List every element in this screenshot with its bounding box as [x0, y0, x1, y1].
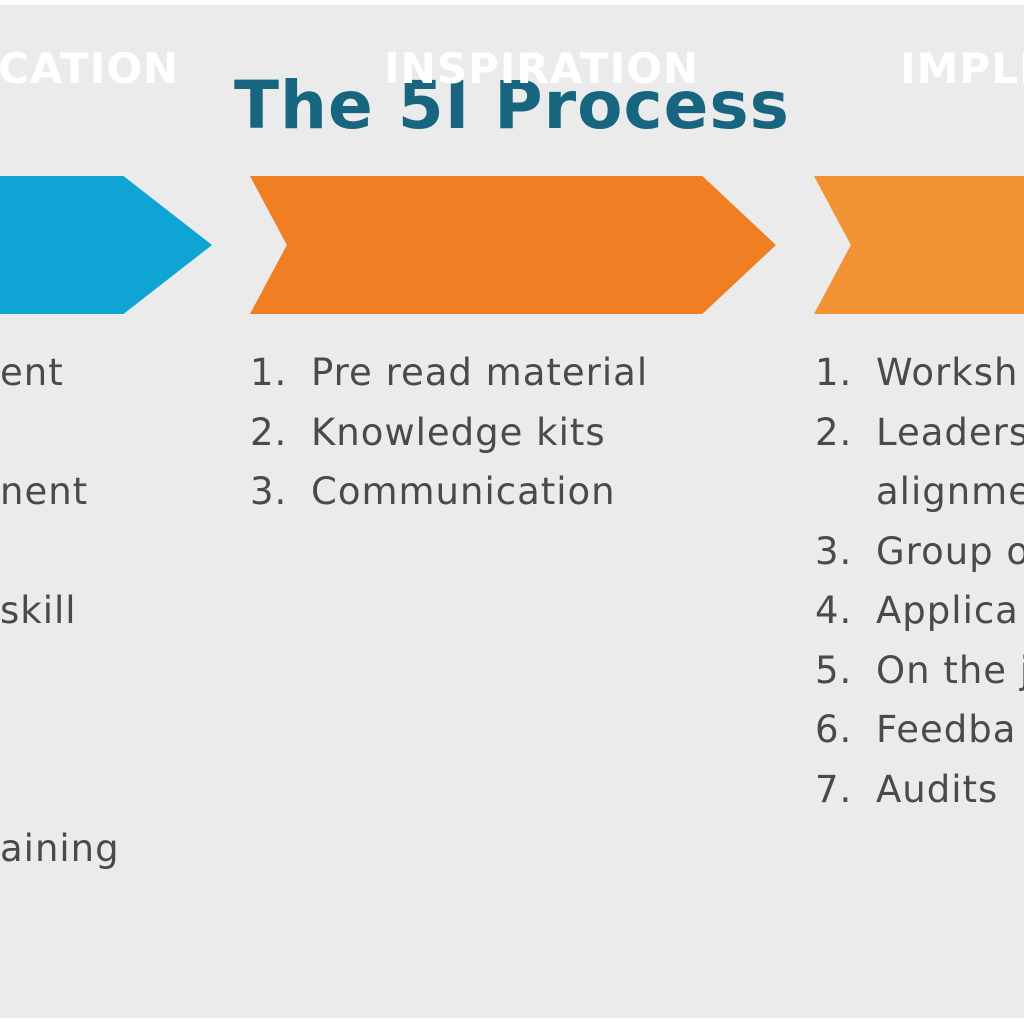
stage-label-implementation: IMPLE [900, 44, 1024, 93]
list-item [0, 522, 120, 582]
list-item: aining [0, 827, 120, 870]
stage-chevron-inspiration [250, 176, 776, 314]
list-item [0, 760, 120, 820]
stage-chevron-implementation [814, 176, 1024, 314]
list-item: 5.On the j [815, 648, 1024, 692]
list-item: 1.Worksh [815, 351, 1019, 394]
list-item: nent [0, 470, 89, 513]
diagram-title: The 5I Process [234, 67, 790, 144]
list-item: 4.Applica [815, 589, 1019, 632]
list-item: 2.Knowledge kits [250, 410, 606, 454]
list-item: 6.Feedba [815, 708, 1017, 751]
list-item [0, 641, 120, 701]
list-item: 7.Audits [815, 767, 999, 811]
list-item: 2.Leaders [815, 410, 1024, 454]
stage-label-inspiration: INSPIRATION [384, 44, 700, 93]
list-item: 1.Pre read material [250, 351, 649, 394]
list-item: 3.Group o [815, 529, 1024, 573]
list-item: 3.Communication [250, 470, 616, 513]
stage-label-education: CATION [0, 44, 180, 93]
stage-list-inspiration: 1.Pre read material 2.Knowledge kits 3.C… [250, 343, 648, 522]
stage-list-education: ent nent skill aining [0, 343, 120, 879]
list-item: alignme [876, 470, 1024, 513]
stage-list-implementation: 1.Worksh 2.Leaders alignme 3.Group o 4.A… [815, 343, 1024, 819]
stage-chevron-education [0, 176, 212, 314]
list-item: ent [0, 351, 64, 394]
list-item [0, 700, 120, 760]
list-item: skill [0, 589, 77, 632]
list-item [0, 403, 120, 463]
